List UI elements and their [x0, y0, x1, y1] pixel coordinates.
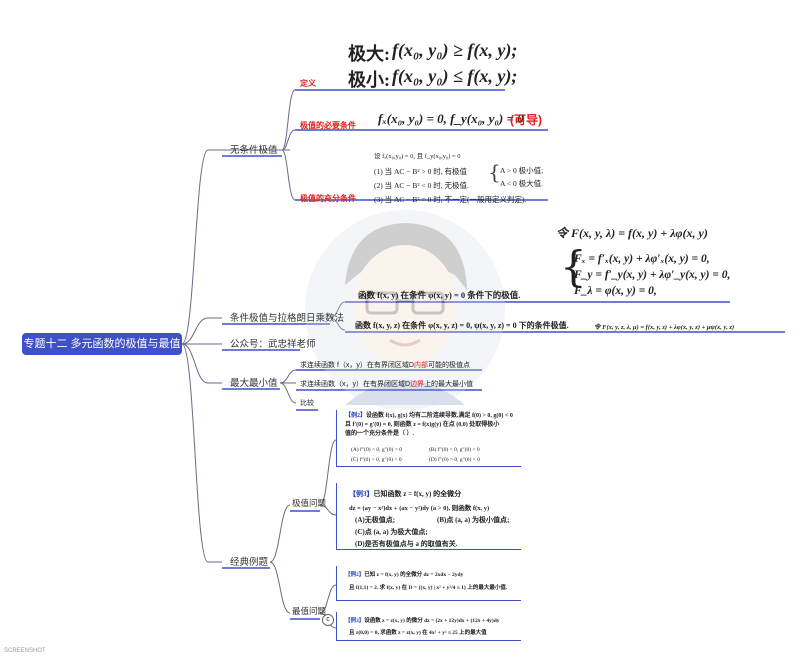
maxmin-item2-highlight: 边界: [410, 381, 425, 388]
maxmin-item1-post: 可能的极值点: [427, 362, 470, 369]
ex2-text: 【例2】设函数 f(x), g(x) 均有二阶连续导数,满足 f(0) > 0,…: [345, 412, 523, 439]
def-min-formula: f(x₀, y₀) ≤ f(x, y);: [392, 66, 518, 86]
ex2-option-b: (B) f″(0) < 0, g″(0) < 0: [429, 447, 480, 453]
branch-unconditional-extremum[interactable]: 无条件极值: [230, 145, 278, 156]
ex2-line1: 设函数 f(x), g(x) 均有二阶连续导数,满足 f(0) > 0, g(0…: [366, 413, 513, 419]
cond-case1[interactable]: 函数 f(x, y) 在条件 φ(x, y) = 0 条件下的极值.: [358, 290, 521, 300]
maxmin-item1[interactable]: 求连续函数 f（x，y）在有界闭区域D内部可能的极值点: [300, 360, 470, 370]
lagrange-brace: {: [560, 242, 587, 291]
ex5-line1: 设函数 z = z(x, y) 的微分 dz = (2x + 12y)dx + …: [364, 618, 500, 624]
root-topic[interactable]: 专题十二 多元函数的极值与最值: [22, 333, 182, 355]
ex3-option-c: (C)点 (a, a) 为极大值点;: [355, 528, 428, 536]
ex3-option-b: (B)点 (a, a) 为极小值点;: [437, 516, 510, 524]
sufficient-line1-a: A > 0 极小值;: [500, 166, 544, 175]
maxmin-item1-pre: 求连续函数 f（x，y）在有界闭区域D: [300, 362, 414, 369]
label-sufficient-condition[interactable]: 极值的充分条件: [300, 194, 356, 203]
ex4-line1: 已知 z = f(x, y) 的全微分 dz = 2xdx − 2ydy: [364, 572, 464, 578]
maxmin-item2-post: 上的最大最小值: [424, 381, 474, 388]
ex4-line1-row: 【例2】已知 z = f(x, y) 的全微分 dz = 2xdx − 2ydy: [345, 570, 463, 578]
ex2-option-c: (C) f″(0) > 0, g″(0) > 0: [351, 457, 402, 463]
maxmin-item2-pre: 求连续函数（x，y）在有界闭区域D: [300, 381, 411, 388]
cond-case2-formula: 令 F(x, y, z, λ, μ) = f(x, y, z) + λφ(x, …: [594, 324, 735, 331]
label-definition[interactable]: 定义: [300, 79, 316, 88]
collapse-toggle[interactable]: c: [322, 614, 334, 626]
label-extreme-problems[interactable]: 极值问题: [292, 498, 327, 508]
def-max-word: 极大:: [348, 44, 390, 64]
example-card-1[interactable]: 【例2】设函数 f(x), g(x) 均有二阶连续导数,满足 f(0) > 0,…: [336, 410, 521, 467]
sufficient-line1: (1) 当 AC − B² > 0 时, 有极值: [374, 167, 467, 176]
def-max-formula: f(x₀, y₀) ≥ f(x, y);: [392, 40, 518, 60]
branch-conditional-extremum[interactable]: 条件极值与拉格朗日乘数法: [230, 313, 345, 324]
ex2-line2: 且 f′(0) = g′(0) = 0, 则函数 z = f(x)g(y) 在点…: [345, 422, 500, 428]
ex5-line1-row: 【例3】设函数 z = z(x, y) 的微分 dz = (2x + 12y)d…: [345, 616, 500, 624]
ex2-option-d: (D) f″(0) > 0, g″(0) < 0: [429, 457, 480, 463]
maxmin-item2[interactable]: 求连续函数（x，y）在有界闭区域D边界上的最大最小值: [300, 379, 473, 389]
sufficient-line3: (3) 当 AC − B² = 0 时, 不一定(一般用定义判定).: [374, 195, 527, 204]
lagrange-title: 令 F(x, y, λ) = f(x, y) + λφ(x, y): [556, 226, 708, 240]
lagrange-eq2: F_y = f′_y(x, y) + λφ′_y(x, y) = 0,: [574, 269, 731, 281]
maxmin-item1-highlight: 内部: [413, 362, 428, 369]
ex3-tag: 【例3】: [349, 490, 374, 498]
necessary-formula: fₓ(x₀, y₀) = 0, f_y(x₀, y₀) = 0: [378, 111, 524, 126]
branch-max-min[interactable]: 最大最小值: [230, 378, 278, 389]
branch-classic-examples[interactable]: 经典例题: [230, 557, 269, 568]
lagrange-eq1: Fₓ = f′ₓ(x, y) + λφ′ₓ(x, y) = 0,: [574, 253, 710, 265]
sufficient-brace: {: [488, 160, 501, 184]
ex5-line2: 且 z(0,0) = 0, 求函数 z = z(x, y) 在 4x² + y²…: [349, 630, 487, 636]
footer-watermark: SCREENSHOT: [4, 648, 46, 654]
branch-account[interactable]: 公众号：武忠祥老师: [230, 339, 316, 350]
sufficient-line1-b: A < 0 极大值.: [500, 179, 543, 188]
ex4-tag: 【例2】: [345, 572, 365, 578]
label-max-problems[interactable]: 最值问题: [292, 606, 327, 616]
watermark-portrait-image: [305, 210, 505, 410]
maxmin-item3[interactable]: 比较: [300, 400, 314, 407]
label-necessary-condition[interactable]: 极值的必要条件: [300, 121, 356, 130]
lagrange-eq3: F_λ = φ(x, y) = 0,: [574, 285, 657, 297]
ex3-line1: 已知函数 z = f(x, y) 的全微分: [373, 490, 462, 498]
ex2-tag: 【例2】: [345, 413, 367, 419]
sufficient-line2: (2) 当 AC − B² < 0 时, 无极值.: [374, 181, 469, 190]
ex2-line3: 值的一个充分条件是（ ）.: [345, 431, 415, 437]
ex3-option-d: (D)是否有极值点与 a 的取值有关.: [355, 540, 458, 548]
example-card-4[interactable]: 【例3】设函数 z = z(x, y) 的微分 dz = (2x + 12y)d…: [336, 612, 521, 641]
ex5-tag: 【例3】: [345, 618, 365, 624]
cond-case2[interactable]: 函数 f(x, y, z) 在条件 φ(x, y, z) = 0, ψ(x, y…: [355, 321, 569, 330]
sufficient-line0: 设 fₓ(x₀,y₀) = 0, 且 f_y(x₀,y₀) = 0: [374, 153, 461, 160]
ex3-line2: dz = (ay − x²)dx + (ax − y²)dy (a > 0), …: [349, 505, 490, 512]
ex2-option-a: (A) f″(0) < 0, g″(0) > 0: [351, 447, 402, 453]
necessary-note: (可导): [510, 113, 542, 127]
def-min-word: 极小:: [348, 70, 390, 90]
ex3-line1-row: 【例3】已知函数 z = f(x, y) 的全微分: [349, 489, 461, 499]
example-card-3[interactable]: 【例2】已知 z = f(x, y) 的全微分 dz = 2xdx − 2ydy…: [336, 566, 521, 601]
ex3-option-a: (A)无极值点;: [355, 516, 396, 524]
ex4-line2: 且 f(1,1) = 2. 求 f(x, y) 在 D = {(x, y) | …: [349, 585, 508, 591]
example-card-2[interactable]: 【例3】已知函数 z = f(x, y) 的全微分 dz = (ay − x²)…: [336, 483, 521, 550]
